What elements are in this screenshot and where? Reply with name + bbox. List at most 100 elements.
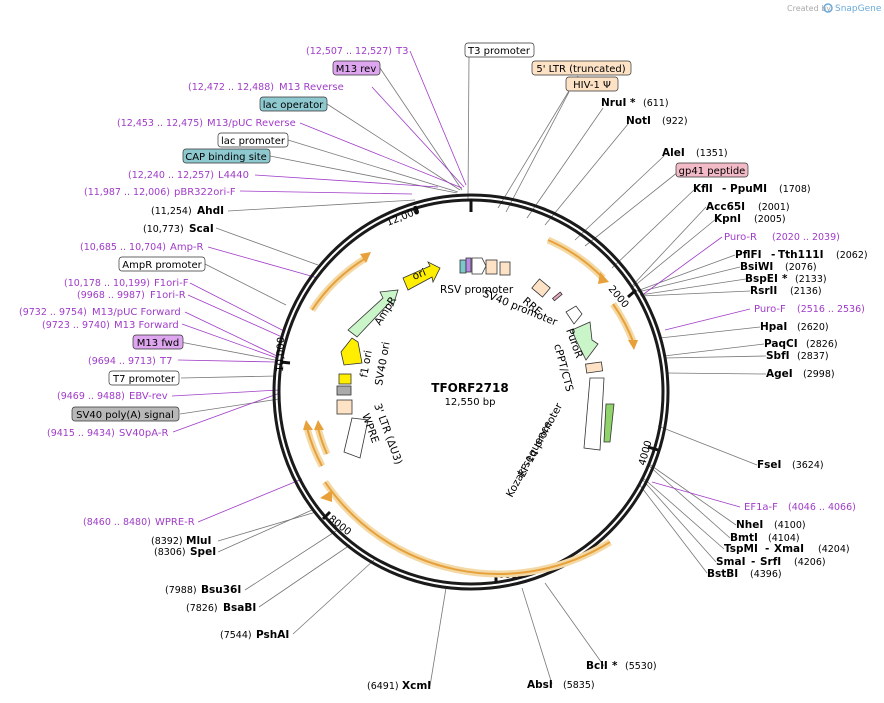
enzyme-bsiwi-pos: (2076) <box>785 262 817 273</box>
enzyme-mlui-pos: (8392) <box>151 536 183 547</box>
inner-label-rsv-promoter: RSV promoter <box>440 284 514 296</box>
tick-label-12000: 12,000 <box>385 205 422 228</box>
primer-pbr322ori-f: pBR322ori-F <box>174 187 236 198</box>
feature-5-ltr: 5' LTR (truncated) <box>536 64 625 75</box>
orf-arcs <box>303 236 638 578</box>
enzyme-tspmi-pos: (4204) <box>818 544 850 555</box>
enzyme-acc65i: Acc65I <box>706 201 745 213</box>
enzyme-alei-pos: (1351) <box>696 148 728 159</box>
backbone-outer <box>272 193 670 591</box>
primer-m13-reverse-range: (12,472 .. 12,488) <box>188 82 274 93</box>
inner-features <box>336 257 615 459</box>
enzyme-fsei-pos: (3624) <box>792 460 824 471</box>
enzyme-ahdi-pos: (11,254) <box>151 206 192 217</box>
enzyme-ahdi: AhdI <box>197 205 224 217</box>
orf-arrowheads <box>303 252 638 502</box>
enzyme-scai-pos: (10,773) <box>143 224 184 235</box>
enzyme-labels-left: (11,254) AhdI (10,773) ScaI (8392) MluI … <box>143 205 289 641</box>
enzyme-bcli: BclI <box>586 660 608 672</box>
enzyme-rsrii: RsrII <box>750 285 777 297</box>
svg-text:*: * <box>612 660 618 672</box>
enzyme-nrui: NruI <box>601 97 626 109</box>
plasmid-size: 12,550 bp <box>445 397 496 408</box>
feature-lac-operator: lac operator <box>263 100 324 111</box>
primer-sv40pa-r-range: (9415 .. 9434) <box>47 428 115 439</box>
primer-m13-forward-range: (9723 .. 9740) <box>42 320 110 331</box>
enzyme-rsrii-pos: (2136) <box>790 286 822 297</box>
enzyme-bspei: BspEI <box>745 273 778 285</box>
tick-marks <box>280 199 659 583</box>
svg-text:-: - <box>765 543 769 555</box>
feature-m13-rev: M13 rev <box>336 64 377 75</box>
enzyme-bsu36i: Bsu36I <box>201 584 241 596</box>
enzyme-pflfi: PflFI <box>735 249 762 261</box>
feature-t7-promoter: T7 promoter <box>112 374 176 385</box>
enzyme-hpai-pos: (2620) <box>797 322 829 333</box>
enzyme-labels-bottom: BclI * (5530) AbsI (5835) (6491) XcmI <box>367 660 657 692</box>
enzyme-agei-pos: (2998) <box>803 369 835 380</box>
inner-label-sv40-promoter: SV40 promoter <box>481 288 560 329</box>
enzyme-kpni: KpnI <box>714 213 741 225</box>
enzyme-acc65i-pos: (2001) <box>758 202 790 213</box>
enzyme-bspei-pos: (2133) <box>795 274 827 285</box>
svg-text:-: - <box>722 183 726 195</box>
enzyme-nhei: NheI <box>736 519 763 531</box>
primer-m13-puc-reverse: M13/pUC Reverse <box>207 118 296 129</box>
enzyme-sbfi: SbfI <box>766 350 790 362</box>
svg-text:-: - <box>771 249 775 261</box>
enzyme-paqci-pos: (2826) <box>806 339 838 350</box>
created-by-text: Created by <box>787 4 831 13</box>
primer-m13-puc-forward-range: (9732 .. 9754) <box>19 307 87 318</box>
feature-lac-promoter: lac promoter <box>221 136 286 147</box>
enzyme-bsiwi: BsiWI <box>740 261 773 273</box>
svg-text:*: * <box>782 273 788 285</box>
primer-f1ori-f: F1ori-F <box>154 278 189 289</box>
enzyme-smai-pos: (4206) <box>794 557 826 568</box>
primer-m13-reverse: M13 Reverse <box>279 82 344 93</box>
primer-puro-r: Puro-R <box>724 232 757 243</box>
enzyme-absi-pos: (5835) <box>563 680 595 691</box>
enzyme-bstbi: BstBI <box>707 568 738 580</box>
enzyme-tth111i: Tth111I <box>778 249 823 261</box>
svg-text:-: - <box>751 556 755 568</box>
primer-ef1a-f-range: (4046 .. 4066) <box>788 502 856 513</box>
enzyme-noti: NotI <box>626 115 651 127</box>
enzyme-sbfi-pos: (2837) <box>797 351 829 362</box>
enzyme-agei: AgeI <box>766 368 793 380</box>
primer-puro-f: Puro-F <box>754 304 786 315</box>
primer-f1ori-f-range: (10,178 .. 10,199) <box>64 278 150 289</box>
enzyme-bmti: BmtI <box>730 532 758 544</box>
inner-label-ori: ori <box>411 267 428 283</box>
primer-puro-f-range: (2516 .. 2536) <box>797 304 865 315</box>
enzyme-nrui-star: * <box>630 97 636 109</box>
primer-m13-puc-reverse-range: (12,453 .. 12,475) <box>117 118 203 129</box>
primer-wpre-r-range: (8460 .. 8480) <box>83 517 151 528</box>
snapgene-logo-icon <box>823 3 833 13</box>
feature-hiv1-psi: HIV-1 Ψ <box>573 80 611 91</box>
enzyme-bcli-pos: (5530) <box>625 661 657 672</box>
primer-t3: T3 <box>395 46 408 57</box>
primer-l4440-range: (12,240 .. 12,257) <box>128 170 214 181</box>
enzyme-smai: SmaI <box>716 556 746 568</box>
enzyme-pflfi-pos: (2062) <box>836 250 868 261</box>
primer-t3-range: (12,507 .. 12,527) <box>306 46 392 57</box>
primer-pbr322ori-f-range: (11,987 .. 12,006) <box>84 187 170 198</box>
enzyme-kfli: KflI <box>693 183 713 195</box>
tick-label-10000: 10,000 <box>275 337 287 372</box>
primer-amp-r-range: (10,685 .. 10,704) <box>80 242 166 253</box>
enzyme-xcmi: XcmI <box>402 680 431 692</box>
enzyme-labels-right: NruI * (611) NotI (922) AleI (1351) KflI… <box>601 97 868 580</box>
primer-puro-r-range: (2020 .. 2039) <box>772 232 840 243</box>
feature-t3-promoter: T3 promoter <box>467 46 531 57</box>
primer-f1ori-r: F1ori-R <box>150 290 186 301</box>
feature-cap-binding-site: CAP binding site <box>185 152 267 163</box>
feature-ampr-promoter: AmpR promoter <box>122 260 202 271</box>
enzyme-noti-pos: (922) <box>662 116 688 127</box>
feature-gp41-peptide: gp41 peptide <box>679 166 746 177</box>
enzyme-pshai-pos: (7544) <box>220 630 252 641</box>
enzyme-bsabi-pos: (7826) <box>186 603 218 614</box>
primer-wpre-r: WPRE-R <box>155 517 195 528</box>
inner-label-sv40-ori: SV40 ori <box>373 341 392 387</box>
primer-t7-range: (9694 .. 9713) <box>88 356 156 367</box>
